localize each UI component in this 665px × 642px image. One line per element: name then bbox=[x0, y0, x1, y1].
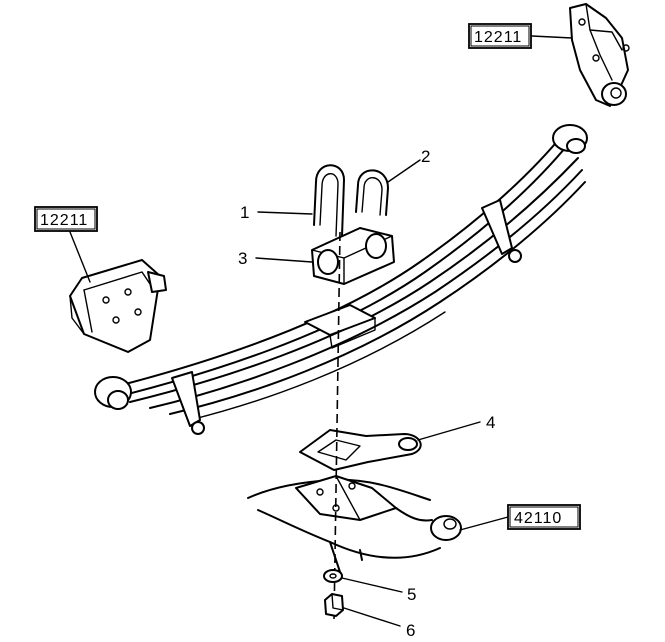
callout-1: 1 bbox=[240, 203, 249, 222]
top-hanger-bracket bbox=[569, 3, 630, 107]
callout-5: 5 bbox=[407, 585, 416, 604]
axle-housing bbox=[247, 475, 462, 573]
center-bolt-axis bbox=[333, 231, 341, 621]
ref-box-left-bracket: 12211 bbox=[34, 206, 98, 232]
callout-6: 6 bbox=[406, 621, 415, 640]
callout-2: 2 bbox=[421, 147, 430, 166]
left-hanger-bracket bbox=[69, 259, 167, 353]
washer bbox=[323, 569, 343, 583]
bumper-block bbox=[311, 227, 395, 285]
ref-number-left-bracket: 12211 bbox=[40, 212, 88, 229]
callout-4: 4 bbox=[486, 413, 495, 432]
ref-number-top-bracket: 12211 bbox=[474, 29, 522, 46]
ref-box-top-bracket: 12211 bbox=[468, 23, 532, 49]
callout-3: 3 bbox=[238, 249, 247, 268]
u-bolt-1 bbox=[313, 164, 345, 237]
ref-number-axle-housing: 42110 bbox=[514, 510, 562, 527]
spring-plate bbox=[299, 429, 422, 471]
u-bolt-2 bbox=[355, 169, 389, 216]
leader-lines bbox=[69, 35, 573, 627]
nut bbox=[324, 593, 344, 617]
ref-box-axle-housing: 42110 bbox=[507, 504, 581, 530]
leaf-spring bbox=[94, 124, 588, 435]
